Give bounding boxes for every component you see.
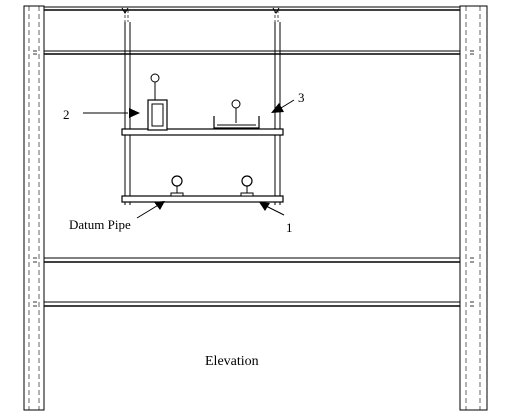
middle-beam (44, 257, 460, 263)
leader-3 (271, 99, 295, 113)
upper-crossbar (121, 128, 284, 136)
view-title: Elevation (205, 354, 259, 369)
channel-support (213, 99, 260, 129)
top-beam (44, 6, 460, 11)
pipe-left (170, 175, 184, 197)
beam-ticks (33, 50, 474, 307)
lower-beam (44, 301, 460, 307)
left-column (23, 5, 45, 411)
leader-datum-pipe (136, 201, 165, 219)
right-hanger-rod (272, 7, 281, 205)
left-hanger-rod (121, 7, 131, 205)
pipe-clamp-box (147, 73, 168, 131)
callout-3-label: 3 (298, 90, 305, 105)
datum-pipe-label: Datum Pipe (69, 217, 131, 232)
leader-2 (83, 108, 140, 118)
right-column (459, 5, 488, 411)
lower-crossbar (121, 195, 284, 203)
pipe-right (240, 175, 254, 197)
callout-2-label: 2 (63, 107, 70, 122)
callout-1-label: 1 (286, 220, 293, 235)
leader-1 (259, 202, 285, 216)
upper-beam (44, 50, 460, 55)
